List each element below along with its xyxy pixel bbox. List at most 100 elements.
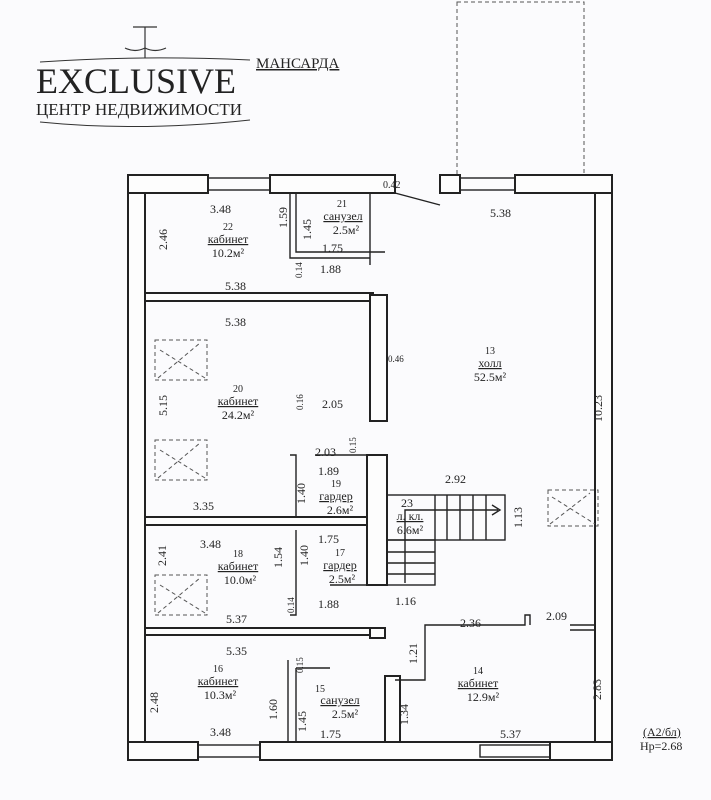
dim: 0.16 bbox=[295, 394, 305, 410]
dim: 1.75 bbox=[322, 241, 343, 255]
dim: 5.35 bbox=[226, 644, 247, 658]
dim: 5.15 bbox=[156, 395, 170, 416]
svg-text:кабинет: кабинет bbox=[208, 232, 249, 246]
dim: 1.88 bbox=[318, 597, 339, 611]
svg-text:15: 15 bbox=[315, 684, 325, 695]
dim: 0.15 bbox=[348, 437, 358, 453]
logo-brand: EXCLUSIVE bbox=[36, 61, 236, 101]
svg-text:24.2м²: 24.2м² bbox=[222, 408, 255, 422]
dim: 2.36 bbox=[460, 616, 481, 630]
dim: 1.88 bbox=[320, 262, 341, 276]
dim: 5.37 bbox=[226, 612, 247, 626]
logo-subtitle: ЦЕНТР НЕДВИЖИМОСТИ bbox=[36, 100, 242, 119]
plan-title: МАНСАРДА bbox=[256, 56, 340, 72]
dim: 0.14 bbox=[294, 262, 304, 278]
staircase bbox=[386, 494, 506, 586]
dim: 2.46 bbox=[156, 229, 170, 250]
dim: 1.59 bbox=[276, 207, 290, 228]
footer-height: Нр=2.68 bbox=[640, 739, 682, 753]
dim: 3.48 bbox=[210, 202, 231, 216]
windows bbox=[197, 177, 551, 758]
svg-text:кабинет: кабинет bbox=[218, 394, 259, 408]
svg-text:52.5м²: 52.5м² bbox=[474, 370, 507, 384]
dim: 1.45 bbox=[295, 711, 309, 732]
dim: 1.40 bbox=[294, 483, 308, 504]
dim: 1.13 bbox=[511, 507, 525, 528]
room-23: 23л. кл.6.6м² bbox=[397, 496, 424, 537]
dim: 1.21 bbox=[406, 643, 420, 664]
svg-text:17: 17 bbox=[335, 548, 345, 559]
dim: 10.23 bbox=[591, 395, 605, 422]
dim: 1.75 bbox=[320, 727, 341, 741]
dim: 1.89 bbox=[318, 464, 339, 478]
svg-text:2.5м²: 2.5м² bbox=[329, 572, 356, 586]
dim: 0.46 bbox=[388, 354, 404, 364]
svg-text:гардер: гардер bbox=[323, 558, 357, 572]
dim: 1.60 bbox=[266, 699, 280, 720]
dim: 5.37 bbox=[500, 727, 521, 741]
svg-text:л. кл.: л. кл. bbox=[397, 509, 424, 523]
balcony-outline bbox=[456, 1, 585, 179]
dim: 1.75 bbox=[318, 532, 339, 546]
entry-door bbox=[394, 192, 441, 206]
dim: 1.45 bbox=[300, 219, 314, 240]
dim: 5.38 bbox=[225, 315, 246, 329]
svg-text:16: 16 bbox=[213, 664, 223, 675]
svg-text:12.9м²: 12.9м² bbox=[467, 690, 500, 704]
svg-text:санузел: санузел bbox=[323, 209, 362, 223]
svg-text:14: 14 bbox=[473, 666, 483, 677]
scales-icon bbox=[39, 26, 251, 128]
svg-text:2.5м²: 2.5м² bbox=[332, 707, 359, 721]
svg-text:гардер: гардер bbox=[319, 489, 353, 503]
dim: 5.38 bbox=[490, 206, 511, 220]
dim: 5.38 bbox=[225, 279, 246, 293]
dim: 2.83 bbox=[590, 679, 604, 700]
svg-text:кабинет: кабинет bbox=[198, 674, 239, 688]
svg-text:2.5м²: 2.5м² bbox=[333, 223, 360, 237]
svg-text:санузел: санузел bbox=[320, 693, 359, 707]
svg-text:2.6м²: 2.6м² bbox=[327, 503, 354, 517]
footer-code: (А2/бл) bbox=[643, 725, 681, 739]
dim: 1.54 bbox=[271, 547, 285, 568]
svg-text:6.6м²: 6.6м² bbox=[397, 523, 424, 537]
svg-text:21: 21 bbox=[337, 199, 347, 210]
dim: 3.35 bbox=[193, 499, 214, 513]
dim: 0.15 bbox=[295, 657, 305, 673]
dim: 0.14 bbox=[286, 597, 296, 613]
svg-text:19: 19 bbox=[331, 479, 341, 490]
svg-text:22: 22 bbox=[223, 222, 233, 233]
internal-walls bbox=[144, 193, 595, 743]
dim: 3.48 bbox=[200, 537, 221, 551]
svg-text:13: 13 bbox=[485, 346, 495, 357]
dim: 1.40 bbox=[297, 545, 311, 566]
svg-text:10.2м²: 10.2м² bbox=[212, 246, 245, 260]
dim: 1.16 bbox=[395, 594, 416, 608]
dim: 0.42 bbox=[383, 180, 401, 191]
logo: EXCLUSIVE ЦЕНТР НЕДВИЖИМОСТИ bbox=[36, 26, 251, 128]
svg-text:18: 18 bbox=[233, 549, 243, 560]
svg-text:10.3м²: 10.3м² bbox=[204, 688, 237, 702]
dim: 2.41 bbox=[155, 545, 169, 566]
dimension-labels: 0.42 5.38 3.48 1.59 1.45 1.75 1.88 0.14 … bbox=[147, 180, 605, 741]
svg-text:23: 23 bbox=[401, 496, 413, 510]
svg-text:10.0м²: 10.0м² bbox=[224, 573, 257, 587]
dim: 2.05 bbox=[322, 397, 343, 411]
dim: 3.48 bbox=[210, 725, 231, 739]
dim: 2.92 bbox=[445, 472, 466, 486]
svg-text:20: 20 bbox=[233, 384, 243, 395]
dim: 2.03 bbox=[315, 445, 336, 459]
dim: 1.34 bbox=[397, 704, 411, 725]
svg-text:холл: холл bbox=[478, 356, 501, 370]
svg-text:кабинет: кабинет bbox=[218, 559, 259, 573]
